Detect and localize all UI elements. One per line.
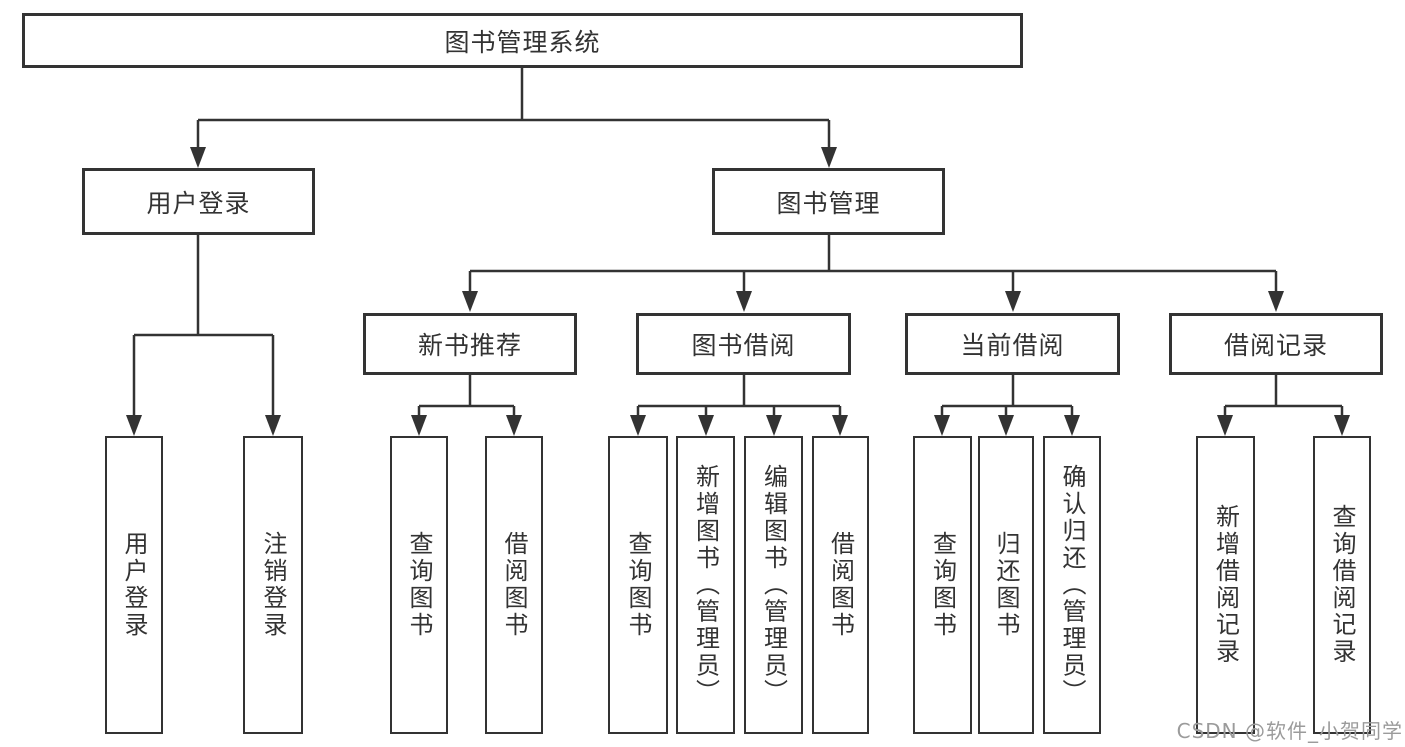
leaf-recommend-borrow-books-label: 借阅图书 — [500, 531, 528, 639]
connector-current-borrowing — [940, 375, 1074, 418]
connector-root — [196, 66, 831, 150]
leaf-borrow-books-label: 借阅图书 — [826, 531, 855, 639]
node-book-borrowing-label: 图书借阅 — [691, 331, 796, 360]
leaf-current-query-books-label: 查询图书 — [928, 531, 957, 639]
node-new-book-recommend-label: 新书推荐 — [417, 331, 522, 360]
leaf-recommend-query-books: 查询图书 — [390, 436, 448, 734]
leaf-recommend-query-books-label: 查询图书 — [405, 531, 433, 639]
leaf-current-query-books: 查询图书 — [913, 436, 972, 734]
node-current-borrowing: 当前借阅 — [905, 313, 1120, 375]
leaf-logout: 注销登录 — [243, 436, 303, 734]
leaf-edit-books-admin: 编辑图书（管理员） — [744, 436, 803, 734]
leaf-logout-label: 注销登录 — [259, 531, 287, 639]
leaf-add-borrow-record-label: 新增借阅记录 — [1211, 504, 1240, 666]
node-user-login: 用户登录 — [82, 168, 315, 235]
leaf-recommend-borrow-books: 借阅图书 — [485, 436, 543, 734]
leaf-add-borrow-record: 新增借阅记录 — [1196, 436, 1255, 734]
node-library-system-label: 图书管理系统 — [444, 27, 601, 57]
leaf-user-login: 用户登录 — [105, 436, 163, 734]
node-new-book-recommend: 新书推荐 — [363, 313, 577, 375]
connector-user-login — [132, 235, 275, 418]
leaf-return-books-label: 归还图书 — [992, 531, 1020, 639]
leaf-borrowing-query-books: 查询图书 — [608, 436, 668, 734]
node-current-borrowing-label: 当前借阅 — [960, 331, 1065, 360]
node-library-system: 图书管理系统 — [22, 13, 1023, 68]
leaf-confirm-return-admin-label: 确认归还（管理员） — [1058, 464, 1086, 706]
leaf-return-books: 归还图书 — [978, 436, 1034, 734]
connector-book-borrowing — [636, 375, 842, 418]
node-user-login-label: 用户登录 — [146, 188, 251, 218]
leaf-add-books-admin: 新增图书（管理员） — [676, 436, 735, 734]
connector-new-book-recommend — [417, 375, 516, 418]
leaf-query-borrow-record-label: 查询借阅记录 — [1328, 504, 1356, 666]
connector-borrowing-records — [1223, 375, 1344, 418]
connector-book-management — [468, 233, 1278, 294]
node-borrowing-records-label: 借阅记录 — [1223, 331, 1328, 360]
node-borrowing-records: 借阅记录 — [1169, 313, 1383, 375]
csdn-watermark: CSDN @软件_小贺同学 — [1176, 719, 1403, 743]
node-book-borrowing: 图书借阅 — [636, 313, 851, 375]
leaf-user-login-label: 用户登录 — [120, 531, 148, 639]
leaf-add-books-admin-label: 新增图书（管理员） — [691, 464, 720, 706]
node-book-management: 图书管理 — [712, 168, 945, 235]
leaf-confirm-return-admin: 确认归还（管理员） — [1043, 436, 1101, 734]
leaf-borrow-books: 借阅图书 — [812, 436, 869, 734]
node-book-management-label: 图书管理 — [776, 188, 881, 218]
leaf-edit-books-admin-label: 编辑图书（管理员） — [759, 464, 788, 706]
leaf-borrowing-query-books-label: 查询图书 — [624, 531, 652, 639]
leaf-query-borrow-record: 查询借阅记录 — [1313, 436, 1371, 734]
